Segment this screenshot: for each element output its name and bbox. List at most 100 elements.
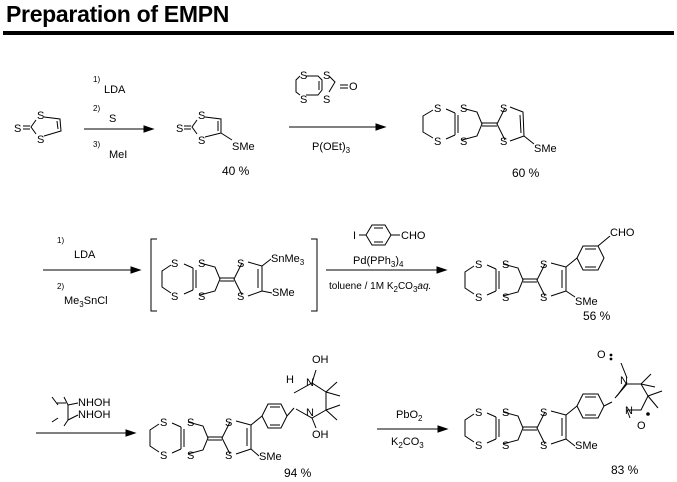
- reagent-mei: MeI: [109, 149, 127, 161]
- step-number: 2): [93, 104, 100, 113]
- atom-S: S: [500, 103, 507, 115]
- atom-S: S: [198, 291, 205, 303]
- atom-S: S: [225, 450, 232, 462]
- reagent-lda: LDA: [104, 84, 126, 96]
- title-underline: [3, 31, 674, 35]
- atom-S: S: [475, 407, 482, 419]
- atom-S: S: [300, 94, 307, 106]
- product-bis-hydroxyimidazolidine: S S S S S S SMe H N N OH OH 94 %: [149, 354, 341, 480]
- atom-S: S: [176, 123, 183, 135]
- atom-S: S: [502, 292, 509, 304]
- product-ttf-benzaldehyde: S S S S S S CHO SMe 56 %: [464, 227, 635, 323]
- yield-56: 56 %: [583, 309, 611, 323]
- atom-O: O: [637, 420, 646, 432]
- smethyl-group: SMe: [575, 440, 598, 452]
- step-number: 1): [93, 75, 100, 84]
- atom-S: S: [434, 136, 441, 148]
- atom-S: S: [540, 292, 547, 304]
- atom-S: S: [198, 135, 205, 147]
- atom-S: S: [237, 291, 244, 303]
- atom-H: H: [286, 374, 294, 386]
- reagent-triethylphosphite: P(OEt)3: [312, 141, 351, 155]
- atom-S: S: [187, 450, 194, 462]
- smethyl-group: SMe: [232, 141, 255, 153]
- atom-S: S: [225, 417, 232, 429]
- reagent-lda: LDA: [74, 249, 96, 261]
- atom-S: S: [323, 94, 330, 106]
- atom-N: N: [306, 407, 314, 419]
- atom-S: S: [475, 440, 482, 452]
- yield-94: 94 %: [284, 466, 312, 480]
- atom-S: S: [171, 291, 178, 303]
- atom-S: S: [502, 407, 509, 419]
- smethyl-group: SMe: [534, 143, 557, 155]
- atom-S: S: [475, 292, 482, 304]
- reagent-lead-dioxide: PbO2: [396, 409, 423, 423]
- atom-S: S: [460, 103, 467, 115]
- step-number: 1): [57, 236, 64, 245]
- atom-N: N: [620, 375, 628, 387]
- step5-conditions: NHOH NHOH: [36, 396, 137, 437]
- atom-S: S: [237, 258, 244, 270]
- aldehyde-group: CHO: [610, 227, 635, 239]
- atom-I: I: [353, 230, 356, 242]
- atom-S: S: [540, 440, 547, 452]
- hydroxyl-group: OH: [312, 354, 329, 366]
- reagent-sulfur: S: [109, 113, 116, 125]
- atom-N: N: [306, 377, 314, 389]
- smethyl-group: SMe: [272, 287, 295, 299]
- atom-S: S: [300, 70, 307, 82]
- atom-S: S: [540, 407, 547, 419]
- step-number: 3): [93, 140, 100, 149]
- step2-conditions: S S S S O P(OEt)3: [289, 70, 387, 155]
- product-edt-ttf-sme: S S S S S S SMe 60 %: [422, 103, 557, 180]
- product-methylthio-dithiolethione: S S S SMe 40 %: [176, 110, 255, 178]
- step4-conditions: I CHO Pd(PPh3)4 toluene / 1M K2CO3aq.: [326, 224, 448, 294]
- atom-S: S: [502, 259, 509, 271]
- bracket-right: [311, 238, 318, 312]
- atom-N: N: [625, 405, 633, 417]
- atom-S: S: [160, 450, 167, 462]
- yield-60: 60 %: [512, 166, 540, 180]
- atom-S: S: [171, 258, 178, 270]
- atom-S: S: [37, 110, 44, 122]
- atom-S: S: [323, 70, 330, 82]
- hydroxylamine-group: NHOH: [78, 409, 110, 421]
- atom-S: S: [14, 123, 21, 135]
- atom-O: O: [349, 81, 358, 93]
- solvent-toluene-k2co3: toluene / 1M K2CO3aq.: [329, 281, 431, 294]
- aldehyde-group: CHO: [401, 230, 426, 242]
- trimethylstannyl-group: SnMe3: [271, 253, 305, 267]
- atom-S: S: [434, 103, 441, 115]
- hydroxyl-group: OH: [312, 429, 329, 441]
- atom-S: S: [540, 259, 547, 271]
- yield-83: 83 %: [611, 463, 639, 477]
- stannyl-intermediate: S S S S S S SnMe3 SMe: [150, 238, 318, 312]
- atom-S: S: [187, 417, 194, 429]
- reagent-trimethyltin-chloride: Me3SnCl: [64, 295, 108, 309]
- atom-S: S: [198, 110, 205, 122]
- atom-S: S: [460, 136, 467, 148]
- starting-dithiolethione: S S S: [14, 110, 62, 146]
- reagent-potassium-carbonate: K2CO3: [391, 436, 424, 450]
- atom-S: S: [37, 134, 44, 146]
- page-title: Preparation of EMPN: [6, 1, 230, 27]
- atom-S: S: [198, 258, 205, 270]
- bracket-left: [150, 238, 157, 312]
- catalyst-pd-pph3-4: Pd(PPh3)4: [353, 255, 404, 269]
- smethyl-group: SMe: [259, 451, 282, 463]
- atom-S: S: [475, 259, 482, 271]
- atom-S: S: [500, 136, 507, 148]
- smethyl-group: SMe: [575, 296, 598, 308]
- yield-40: 40 %: [222, 164, 250, 178]
- atom-S: S: [502, 440, 509, 452]
- step6-conditions: PbO2 K2CO3: [377, 409, 449, 450]
- step1-conditions: 1) LDA 2) S 3) MeI: [84, 75, 155, 161]
- hydroxylamine-group: NHOH: [78, 397, 110, 409]
- product-empn: S S S S S S SMe O N N O 83 %: [464, 349, 663, 477]
- step3-conditions: 1) LDA 2) Me3SnCl: [43, 236, 142, 309]
- radical-dot: [609, 353, 613, 357]
- step-number: 2): [57, 282, 64, 291]
- atom-S: S: [160, 417, 167, 429]
